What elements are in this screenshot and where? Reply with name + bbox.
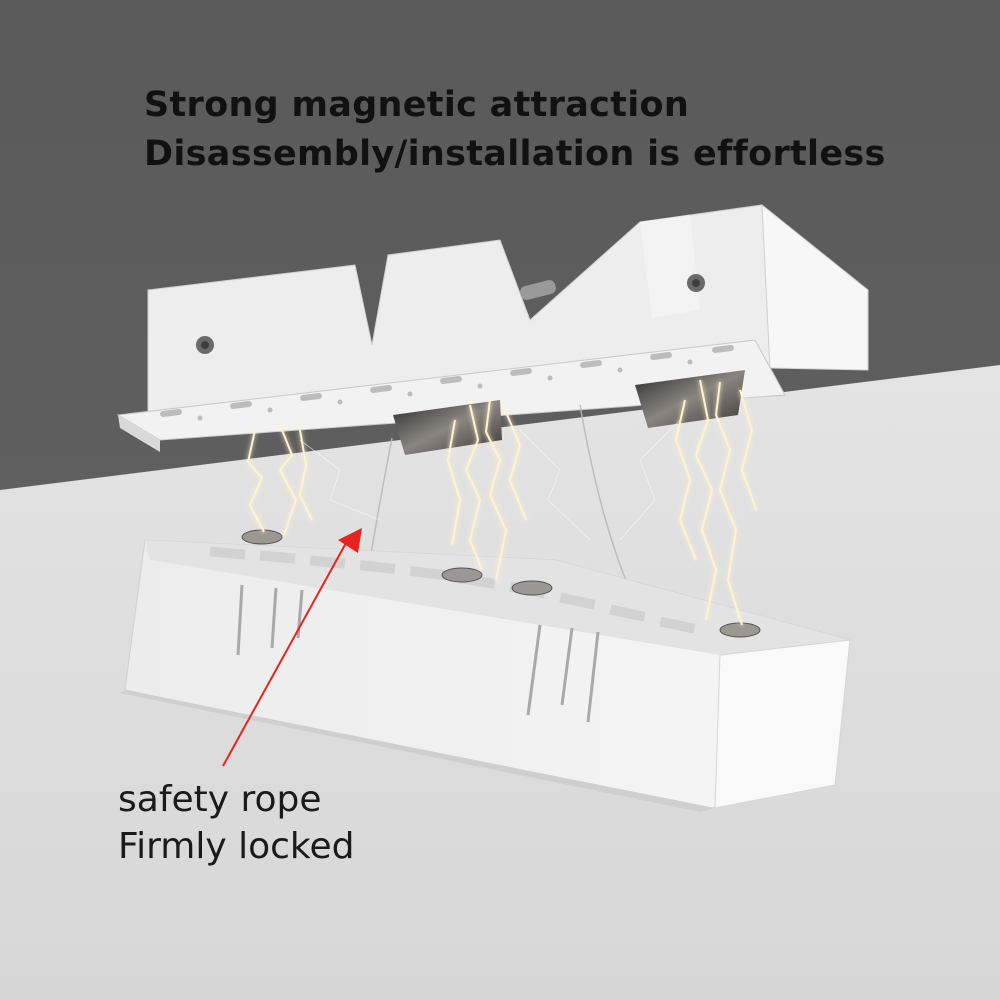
annotation-line-1: safety rope bbox=[118, 779, 322, 820]
headline-line-2: Disassembly/installation is effortless bbox=[144, 134, 886, 174]
magnet-icon bbox=[511, 580, 553, 596]
headline-line-1: Strong magnetic attraction bbox=[144, 85, 690, 125]
light-module bbox=[120, 529, 851, 812]
annotation-arrow bbox=[222, 528, 362, 767]
magnet-icon bbox=[719, 622, 761, 638]
magnet-icon bbox=[241, 529, 283, 545]
annotation-line-2: Firmly locked bbox=[118, 826, 355, 867]
magnet-plate bbox=[635, 370, 745, 428]
magnet-plate bbox=[393, 400, 502, 455]
mounting-flange bbox=[116, 339, 786, 452]
arrow-head-icon bbox=[338, 528, 362, 553]
safety-rope bbox=[369, 404, 631, 591]
magnet-icon bbox=[441, 567, 483, 583]
magnetic-lightning bbox=[247, 379, 757, 626]
